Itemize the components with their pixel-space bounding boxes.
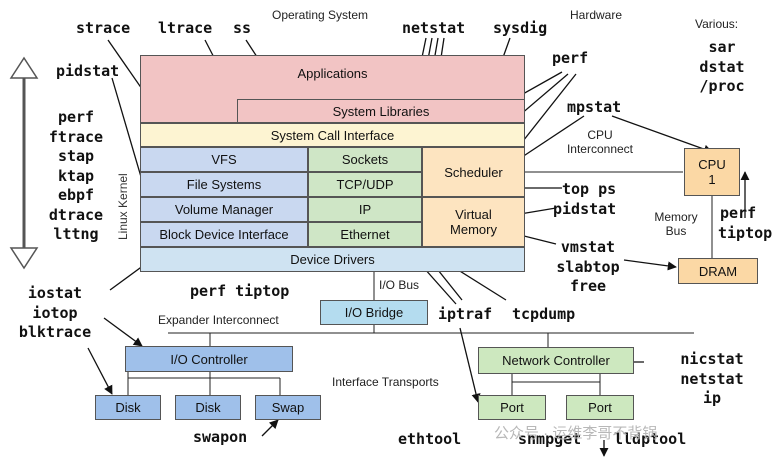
arrow-vmstat-dram xyxy=(623,259,677,271)
interface-transports-label: Interface Transports xyxy=(332,375,439,389)
linux-kernel-label: Linux Kernel xyxy=(116,173,130,240)
port-1-box: Port xyxy=(478,395,546,420)
ethernet-layer: Ethernet xyxy=(308,222,422,247)
left-tool-item: lttng xyxy=(53,225,99,243)
tool-perf-right: perf xyxy=(720,204,757,222)
various-tool-item: sar xyxy=(708,38,736,56)
left-tool-item: perf xyxy=(57,108,95,126)
tool-ethtool: ethtool xyxy=(398,430,462,448)
left-tool-stack: perf ftrace stap ktap ebpf dtrace lttng xyxy=(38,108,114,245)
io-tool-item: iostat xyxy=(27,284,83,302)
scheduler-layer: Scheduler xyxy=(422,147,525,197)
tool-perf-tiptop-center: perf tiptop xyxy=(190,282,290,300)
various-heading: Various: xyxy=(695,17,739,31)
tool-netstat-top: netstat xyxy=(402,19,466,37)
tool-swapon: swapon xyxy=(193,428,248,446)
various-tool-item: dstat xyxy=(699,57,745,76)
port-2-box: Port xyxy=(566,395,634,420)
tool-ss: ss xyxy=(233,19,252,37)
io-bus-label: I/O Bus xyxy=(379,278,420,292)
various-tool-stack: sar dstat /proc xyxy=(688,38,756,97)
stack-range-arrow xyxy=(9,56,39,270)
tool-pidstat-mid: pidstat xyxy=(553,200,617,218)
io-bridge-box: I/O Bridge xyxy=(320,300,428,325)
left-tool-item: ebpf xyxy=(57,186,95,204)
left-tool-item: ktap xyxy=(57,166,95,185)
system-libraries-layer: System Libraries xyxy=(237,99,525,123)
arrow-mpstat-cpu xyxy=(611,115,713,154)
expander-interconnect-label: Expander Interconnect xyxy=(158,313,279,327)
tool-snmpget: snmpget xyxy=(518,430,582,448)
block-device-interface-layer: Block Device Interface xyxy=(140,222,308,247)
os-heading: Operating System xyxy=(272,8,369,22)
left-tool-item: dtrace xyxy=(48,205,104,224)
arrow-swapon xyxy=(261,419,279,437)
memory-bus-label: Memory Bus xyxy=(654,210,698,238)
various-tool-item: /proc xyxy=(699,77,745,95)
nic-tool-stack: nicstat netstat ip xyxy=(672,350,752,409)
swap-box: Swap xyxy=(255,395,321,420)
tool-perf-top: perf xyxy=(552,49,589,67)
system-call-interface-layer: System Call Interface xyxy=(140,123,525,147)
cpu-box: CPU 1 xyxy=(684,148,740,196)
tool-pidstat-top: pidstat xyxy=(56,62,120,80)
nic-tool-item: netstat xyxy=(680,369,744,388)
nic-tool-item: nicstat xyxy=(680,350,744,368)
arrow-blktrace-disk xyxy=(87,347,113,395)
disk-1-box: Disk xyxy=(95,395,161,420)
tool-sysdig: sysdig xyxy=(493,19,548,37)
tool-iptraf: iptraf xyxy=(438,305,493,323)
tool-ltrace: ltrace xyxy=(158,19,213,37)
perf-tiptop-right-group: perf tiptop xyxy=(718,204,772,243)
io-tool-item: iotop xyxy=(32,303,78,322)
tool-strace: strace xyxy=(76,19,131,37)
tool-top-ps: top ps xyxy=(562,180,617,198)
volume-manager-layer: Volume Manager xyxy=(140,197,308,222)
tool-vmstat: vmstat xyxy=(560,238,616,256)
cpu-interconnect-label: CPU Interconnect xyxy=(566,128,634,156)
io-tool-stack: iostat iotop blktrace xyxy=(10,284,100,343)
nic-tool-item: ip xyxy=(702,389,722,407)
vfs-layer: VFS xyxy=(140,147,308,172)
arrow-iotop xyxy=(103,317,143,347)
device-drivers-layer: Device Drivers xyxy=(140,247,525,272)
tool-tcpdump: tcpdump xyxy=(512,305,576,323)
vmstat-tool-group: vmstat slabtop free xyxy=(552,238,624,297)
hardware-heading: Hardware xyxy=(570,8,623,22)
tool-tiptop-right: tiptop xyxy=(718,223,773,242)
watermark: 公众号 · 运维李哥不背锅 xyxy=(494,425,658,442)
virtual-memory-layer: Virtual Memory xyxy=(422,197,525,247)
sockets-layer: Sockets xyxy=(308,147,422,172)
network-controller-box: Network Controller xyxy=(478,347,634,374)
io-controller-box: I/O Controller xyxy=(125,346,293,372)
io-tool-item: blktrace xyxy=(18,323,92,341)
disk-2-box: Disk xyxy=(175,395,241,420)
arrow-iptraf-port xyxy=(459,327,481,403)
file-systems-layer: File Systems xyxy=(140,172,308,197)
ip-layer: IP xyxy=(308,197,422,222)
tool-lldptool: lldptool xyxy=(614,430,687,448)
dram-box: DRAM xyxy=(678,258,758,284)
tcp-udp-layer: TCP/UDP xyxy=(308,172,422,197)
tool-slabtop: slabtop xyxy=(556,257,620,276)
tool-free: free xyxy=(569,277,607,295)
tool-mpstat: mpstat xyxy=(567,98,622,116)
left-tool-item: stap xyxy=(57,147,95,165)
left-tool-item: ftrace xyxy=(48,127,104,146)
